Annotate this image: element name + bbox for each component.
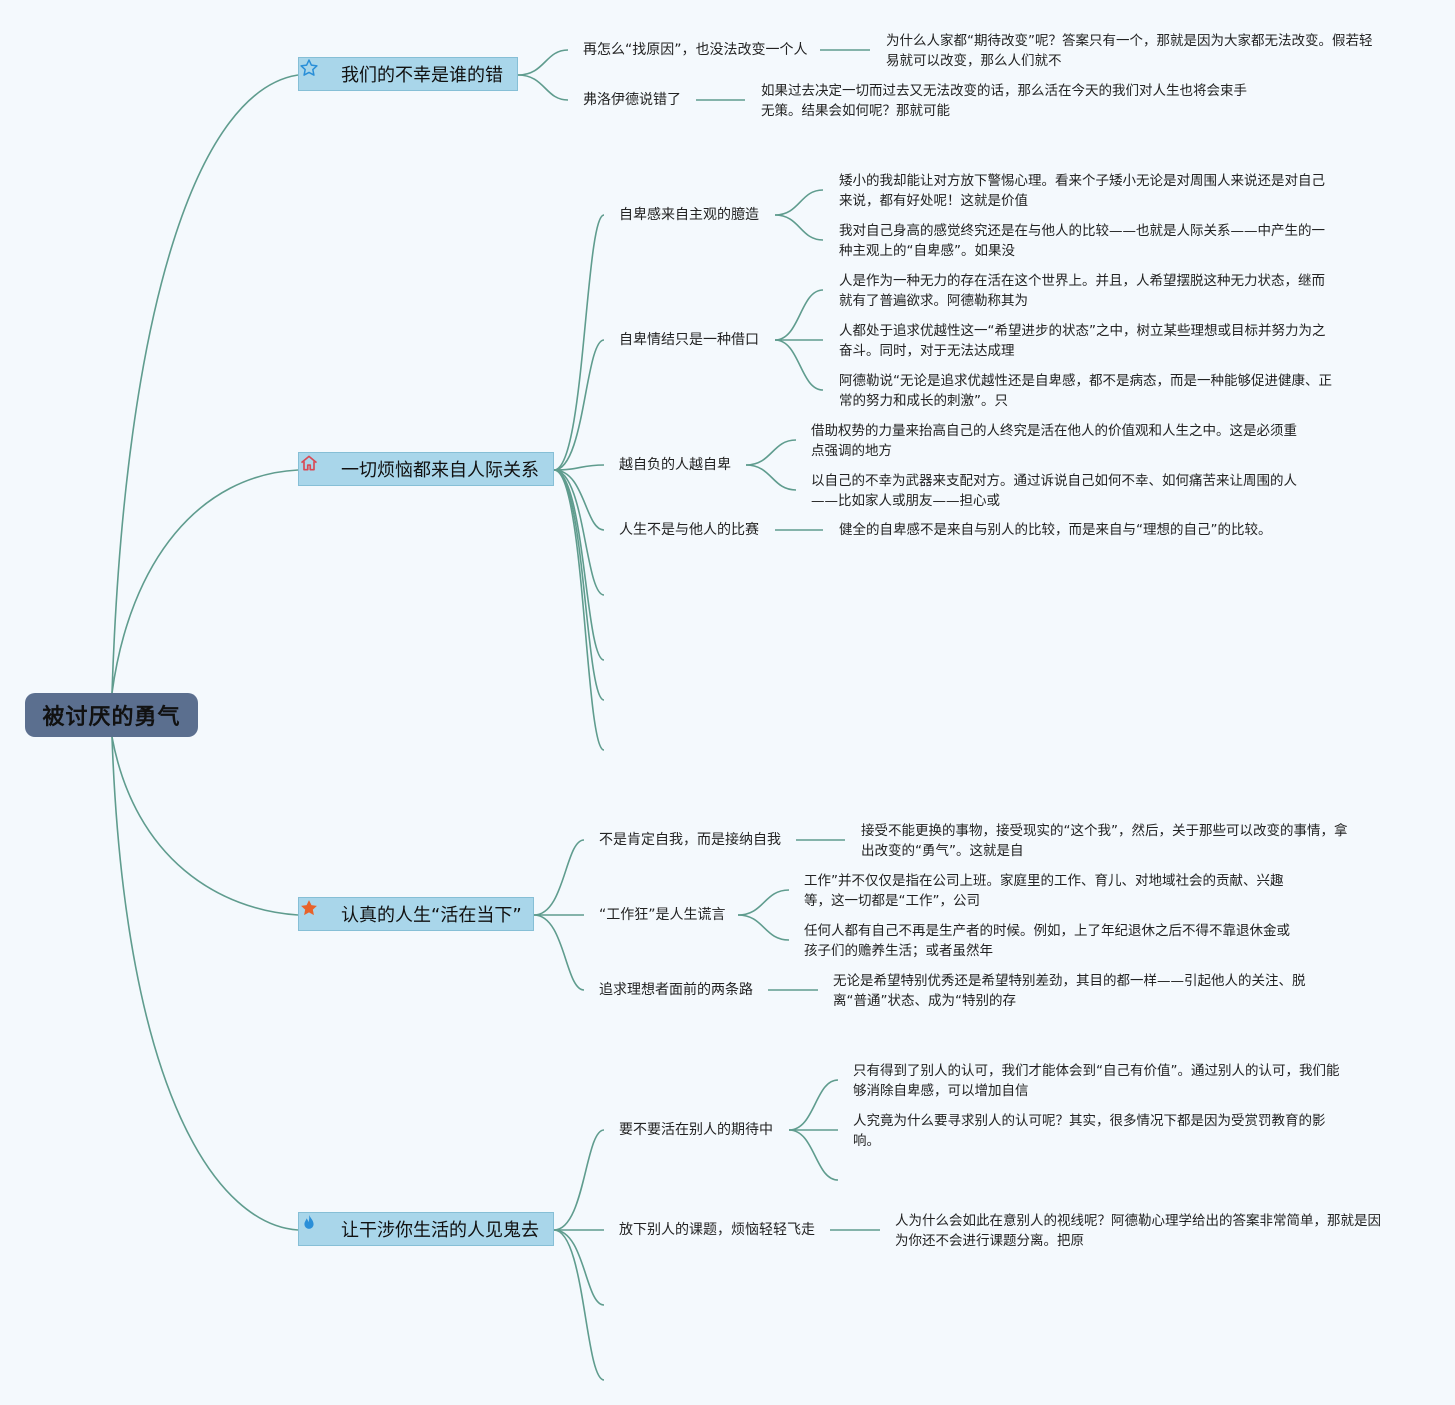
leaf-note[interactable]: 借助权势的力量来抬高自己的人终究是活在他人的价值观和人生之中。这是必须重点强调的…	[811, 423, 1297, 459]
leaf-note[interactable]: 为什么人家都“期待改变”呢？答案只有一个，那就是因为大家都无法改变。假若轻易就可…	[886, 33, 1373, 69]
subtopic[interactable]: 再怎么“找原因”，也没法改变一个人	[583, 42, 808, 58]
connector	[553, 339, 605, 471]
subtopic[interactable]: 不是肯定自我，而是接纳自我	[599, 832, 781, 848]
topic-label: 一切烦恼都来自人际关系	[341, 460, 539, 481]
topic-let-go[interactable]: 让干涉你生活的人见鬼去	[298, 1212, 554, 1246]
connector	[533, 914, 585, 991]
connector	[774, 214, 824, 241]
connector	[553, 469, 605, 661]
subtopic[interactable]: “工作狂”是人生谎言	[599, 907, 726, 923]
leaf-note[interactable]: 任何人都有自己不再是生产者的时候。例如，上了年纪退休之后不得不靠退休金或孩子们的…	[804, 923, 1290, 959]
connector	[111, 469, 299, 694]
connector	[737, 889, 790, 916]
connector	[774, 189, 824, 216]
subtopic[interactable]: 自卑感来自主观的臆造	[619, 207, 759, 223]
subtopic[interactable]: 自卑情结只是一种借口	[619, 332, 759, 348]
connector	[788, 1079, 839, 1131]
connector	[553, 464, 605, 471]
topic-label: 让干涉你生活的人见鬼去	[341, 1220, 539, 1241]
leaf-note[interactable]: 人究竟为什么要寻求别人的认可呢？其实，很多情况下都是因为受赏罚教育的影响。	[853, 1113, 1326, 1149]
root-topic[interactable]: 被讨厌的勇气	[25, 693, 198, 737]
topic-live-in-present[interactable]: 认真的人生“活在当下”	[298, 897, 534, 931]
subtopic[interactable]: 追求理想者面前的两条路	[599, 982, 753, 998]
leaf-note[interactable]: 以自己的不幸为武器来支配对方。通过诉说自己如何不幸、如何痛苦来让周围的人——比如…	[811, 473, 1297, 509]
connector	[774, 289, 824, 341]
root-title: 被讨厌的勇气	[42, 705, 181, 730]
star-filled-icon	[301, 900, 337, 925]
connector	[788, 1129, 839, 1181]
topic-interpersonal[interactable]: 一切烦恼都来自人际关系	[298, 452, 554, 486]
connector	[553, 469, 605, 531]
connector	[533, 839, 585, 916]
topic-label: 认真的人生“活在当下”	[341, 905, 522, 926]
leaf-note[interactable]: 无论是希望特别优秀还是希望特别差劲，其目的都一样——引起他人的关注、脱离“普通”…	[833, 973, 1306, 1009]
leaf-note[interactable]: 只有得到了别人的认可，我们才能体会到“自己有价值”。通过别人的认可，我们能够消除…	[853, 1063, 1340, 1099]
topic-label: 我们的不幸是谁的错	[341, 65, 503, 86]
connector	[517, 49, 569, 76]
connector	[517, 74, 569, 101]
leaf-note[interactable]: 人都处于追求优越性这一“希望进步的状态”之中，树立某些理想或目标并努力为之奋斗。…	[839, 323, 1326, 359]
leaf-note[interactable]: 人为什么会如此在意别人的视线呢？阿德勒心理学给出的答案非常简单，那就是因为你还不…	[895, 1213, 1381, 1249]
connector	[745, 464, 797, 491]
connector	[111, 74, 299, 694]
leaf-note[interactable]: 阿德勒说“无论是追求优越性还是自卑感，都不是病态，而是一种能够促进健康、正常的努…	[839, 373, 1332, 409]
subtopic[interactable]: 要不要活在别人的期待中	[619, 1122, 773, 1138]
connector	[553, 469, 605, 701]
connector	[553, 1229, 605, 1306]
connector	[553, 214, 605, 471]
subtopic[interactable]: 弗洛伊德说错了	[583, 92, 681, 108]
leaf-note[interactable]: 接受不能更换的事物，接受现实的“这个我”，然后，关于那些可以改变的事情，拿出改变…	[861, 823, 1348, 859]
connector	[774, 339, 824, 391]
connector	[553, 1129, 605, 1231]
connector	[553, 1229, 605, 1381]
star-outline-icon	[300, 59, 337, 85]
subtopic[interactable]: 人生不是与他人的比赛	[619, 522, 759, 538]
leaf-note[interactable]: 人是作为一种无力的存在活在这个世界上。并且，人希望摆脱这种无力状态，继而就有了普…	[839, 273, 1325, 309]
connector	[553, 469, 605, 596]
connector	[737, 914, 790, 941]
leaf-note[interactable]: 健全的自卑感不是来自与别人的比较，而是来自与“理想的自己”的比较。	[839, 522, 1272, 538]
subtopic[interactable]: 越自负的人越自卑	[619, 457, 731, 473]
connector	[553, 469, 605, 751]
home-icon	[300, 455, 337, 480]
leaf-note[interactable]: 工作”并不仅仅是指在公司上班。家庭里的工作、育儿、对地域社会的贡献、兴趣等，这一…	[804, 873, 1284, 909]
flame-icon	[304, 1214, 337, 1240]
subtopic[interactable]: 放下别人的课题，烦恼轻轻飞走	[619, 1222, 815, 1238]
topic-our-misfortune[interactable]: 我们的不幸是谁的错	[298, 57, 518, 91]
leaf-note[interactable]: 如果过去决定一切而过去又无法改变的话，那么活在今天的我们对人生也将会束手无策。结…	[761, 83, 1247, 119]
leaf-note[interactable]: 矮小的我却能让对方放下警惕心理。看来个子矮小无论是对周围人来说还是对自己来说，都…	[839, 173, 1325, 209]
connector	[745, 439, 797, 466]
connector	[111, 736, 299, 916]
leaf-note[interactable]: 我对自己身高的感觉终究还是在与他人的比较——也就是人际关系——中产生的一种主观上…	[839, 223, 1325, 259]
connector	[111, 736, 299, 1231]
